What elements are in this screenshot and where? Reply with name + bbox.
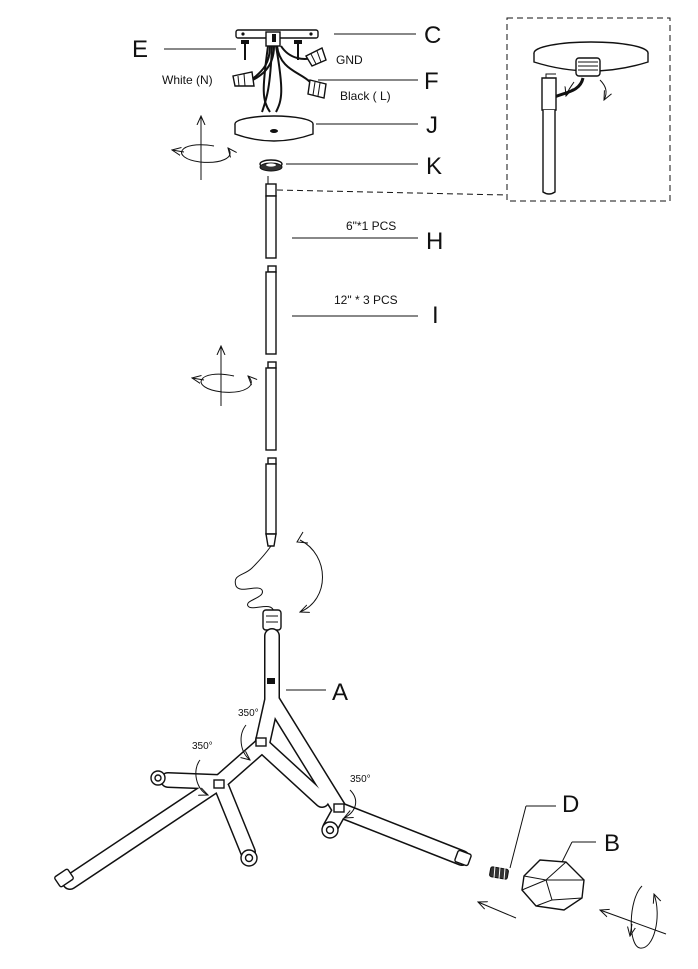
rod-long-3 (265, 457, 277, 547)
angle-top: 350° (238, 708, 259, 719)
label-b: B (604, 830, 620, 857)
swivel-connector (262, 609, 282, 631)
wire-nut-gnd (305, 47, 327, 67)
label-a: A (332, 679, 348, 706)
leader-lines (164, 33, 596, 869)
mounting-bracket (235, 29, 319, 47)
label-j: J (426, 112, 438, 139)
label-e: E (132, 36, 148, 63)
arm-body (62, 628, 470, 890)
annotation-white-neutral: White (N) (162, 73, 213, 87)
annotation-black-live: Black ( L) (340, 89, 391, 103)
rod-long-1 (265, 265, 277, 355)
coiled-cord (234, 545, 275, 613)
canopy (234, 115, 314, 142)
socket-left (54, 868, 74, 888)
joint-upper (255, 737, 267, 747)
socket-bottom (240, 849, 258, 867)
wire-bundle (245, 45, 313, 113)
rotate-arrow-cord (300, 539, 323, 612)
direction-arrow (478, 902, 517, 919)
wire-nut-white (232, 71, 255, 87)
rotate-arrow-right (344, 789, 357, 818)
rod-long-2 (265, 361, 277, 451)
annotation-gnd: GND (336, 53, 363, 67)
socket-right (454, 849, 472, 867)
annotation-rod-short: 6"*1 PCS (346, 219, 396, 233)
inset-socket (575, 57, 601, 77)
socket-upper-left (150, 770, 166, 786)
rod-short (265, 176, 277, 259)
wire-nut-black (307, 79, 327, 99)
joint-right (333, 803, 345, 813)
joint-top (267, 678, 275, 684)
rotate-arrow-bottom-right (600, 885, 667, 949)
annotation-rod-long: 12" * 3 PCS (334, 293, 398, 307)
socket-right-mid (321, 821, 339, 839)
label-f: F (424, 68, 439, 95)
rotate-arrow-top (172, 116, 230, 180)
rotate-arrow-left (195, 759, 208, 795)
rotate-arrow-middle (192, 346, 251, 406)
joint-left (213, 779, 225, 789)
crystal-shade (521, 859, 585, 911)
label-h: H (426, 228, 443, 255)
label-c: C (424, 22, 441, 49)
bulb-screw (489, 865, 509, 881)
label-d: D (562, 791, 579, 818)
angle-right: 350° (350, 774, 371, 785)
screw-left (241, 40, 249, 60)
locking-ring (259, 159, 283, 172)
rotate-arrow-upper (241, 724, 250, 760)
angle-left: 350° (192, 741, 213, 752)
label-k: K (426, 153, 442, 180)
inset-rod (541, 73, 557, 195)
detail-inset (276, 17, 671, 202)
label-i: I (432, 302, 439, 329)
